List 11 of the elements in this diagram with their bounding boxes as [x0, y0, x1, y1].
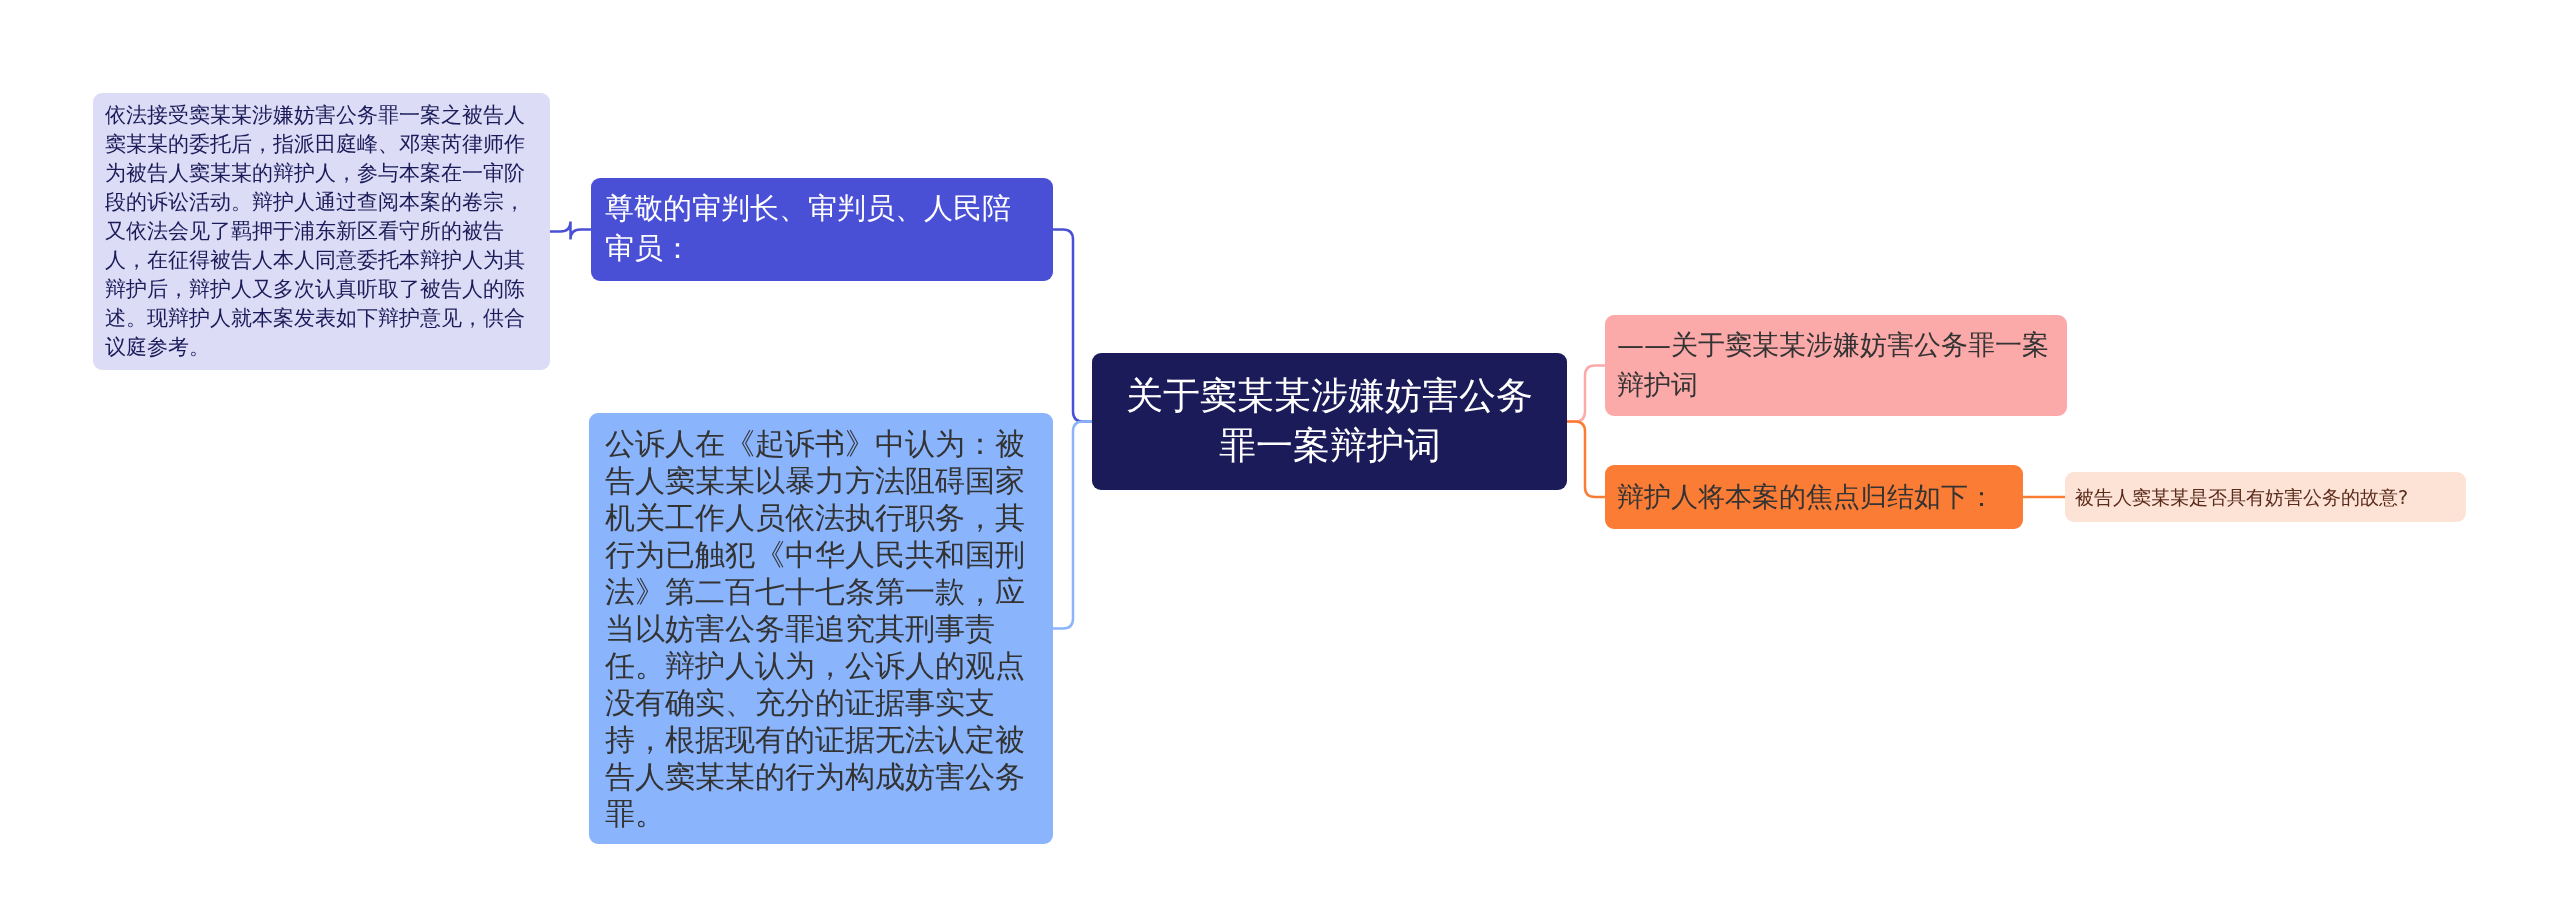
- connector-line: [2023, 495, 2065, 499]
- connector-line: [1567, 420, 1605, 499]
- subtopic-box: 被告人窦某某是否具有妨害公务的故意?: [2065, 472, 2466, 522]
- topic-box: 辩护人将本案的焦点归结如下：: [1605, 465, 2023, 529]
- connector-line: [1053, 420, 1092, 630]
- central-topic-box: 关于窦某某涉嫌妨害公务罪一案辩护词: [1092, 353, 1567, 490]
- note-box: 依法接受窦某某涉嫌妨害公务罪一案之被告人窦某某的委托后，指派田庭峰、邓寒芮律师作为被告人窦某某的辩护人，参与本案在一审阶段的诉讼活动。辩护人通过查阅本案的卷宗，又依法会见了羁押于浦东新区看守所的被告人，在征得被告人本人同意委托本辩护人为其辩护后，辩护人又多次认真听取了被告人的陈述。现辩护人就本案发表如下辩护意见，供合议庭参考。: [93, 93, 550, 370]
- topic-box: 尊敬的审判长、审判员、人民陪审员：: [591, 178, 1053, 281]
- connector-line: [550, 220, 591, 241]
- topic-box: 公诉人在《起诉书》中认为：被告人窦某某以暴力方法阻碍国家机关工作人员依法执行职务，其行为已触犯《中华人民共和国刑法》第二百七十七条第一款，应当以妨害公务罪追究其刑事责任。辩护人认为，公诉人的观点没有确实、充分的证据事实支持，根据现有的证据无法认定被告人窦某某的行为构成妨害公务罪。: [589, 413, 1053, 844]
- topic-box: ——关于窦某某涉嫌妨害公务罪一案辩护词: [1605, 315, 2067, 416]
